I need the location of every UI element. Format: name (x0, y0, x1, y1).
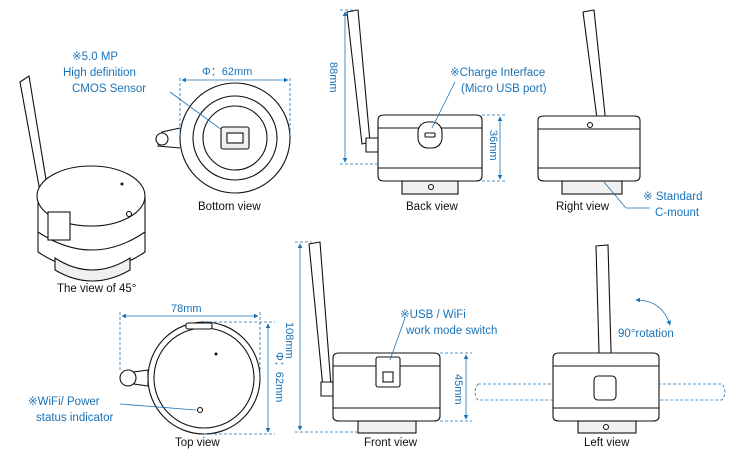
top-outer-ring (147, 321, 261, 435)
camera-body-right (537, 115, 641, 182)
caption-right-view: Right view (556, 201, 610, 213)
dim-front-height: 108mm (283, 322, 295, 359)
note-charge-1: ※Charge Interface (450, 67, 545, 79)
caption-view-45: The view of 45° (57, 283, 136, 295)
left-view-drawing (474, 244, 726, 434)
note-mount-1: ※ Standard (643, 191, 703, 203)
antenna-right (582, 9, 607, 127)
caption-front-view: Front view (364, 437, 418, 449)
note-usb-1: ※USB / WiFi (400, 309, 466, 321)
note-mount-2: C-mount (655, 207, 700, 219)
caption-bottom-view: Bottom view (198, 201, 261, 213)
dim-back-height: 88mm (327, 62, 339, 93)
wifi-power-indicator (196, 406, 204, 414)
note-usb-2: work mode switch (405, 325, 497, 337)
note-charge-2: (Micro USB port) (461, 83, 547, 95)
bottom-view-drawing (155, 77, 291, 194)
dim-front-body: 45mm (452, 374, 464, 405)
camera-top-45 (36, 165, 146, 227)
antenna-front (308, 241, 332, 389)
note-sensor-1: ※5.0 MP (72, 51, 118, 63)
dim-top-diameter: Φ：62mm (273, 352, 285, 402)
top-view-drawing (119, 312, 275, 435)
note-sensor-3: CMOS Sensor (72, 83, 146, 95)
caption-back-view: Back view (406, 201, 458, 213)
back-view-drawing (340, 9, 505, 195)
c-mount-front (357, 420, 417, 434)
front-view-drawing (295, 241, 472, 434)
lens-mount-45 (54, 256, 131, 282)
c-mount-right (561, 180, 623, 195)
dim-top-width: 78mm (171, 303, 202, 315)
caption-top-view: Top view (175, 437, 220, 449)
view-45-drawing (19, 75, 146, 282)
rotated-antenna-outline (474, 383, 726, 401)
caption-left-view: Left view (584, 437, 630, 449)
usb-switch-45 (47, 211, 71, 241)
note-wifi-1: ※WiFi/ Power (28, 396, 100, 408)
dim-bottom-diameter: Φ：62mm (202, 66, 252, 78)
note-rotation: 90°rotation (618, 328, 674, 340)
dim-back-body: 36mm (487, 130, 499, 161)
antenna-back (346, 9, 371, 145)
rotation-arrow (635, 297, 672, 326)
right-view-drawing (537, 9, 650, 209)
antenna-knob-bottom (155, 132, 169, 146)
note-sensor-2: High definition (63, 67, 136, 79)
micro-usb-port (417, 121, 443, 149)
antenna-knob-top (119, 369, 137, 387)
note-wifi-2: status indicator (36, 412, 114, 424)
